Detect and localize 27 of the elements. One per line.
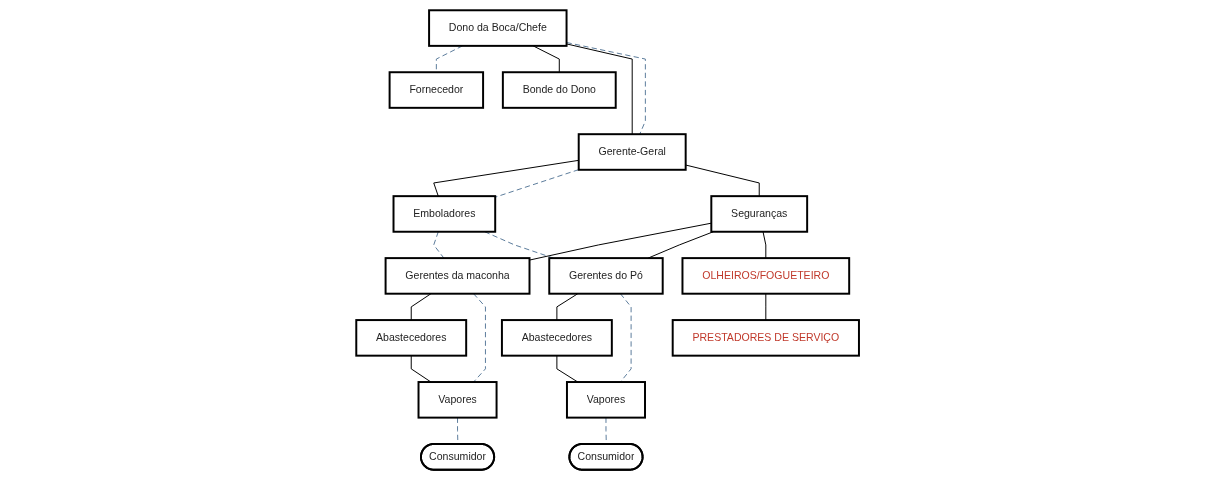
node-box: Gerentes da maconha xyxy=(384,256,531,295)
node-box: PRESTADORES DE SERVIÇO xyxy=(672,318,861,357)
node-box: Bonde do Dono xyxy=(502,70,618,109)
connector xyxy=(566,41,647,135)
connector xyxy=(529,222,713,261)
node-box: Seguranças xyxy=(710,194,809,233)
node-box: Abastecedores xyxy=(501,318,614,357)
connector xyxy=(533,44,561,73)
connector xyxy=(765,292,767,321)
node-box: Gerente-Geral xyxy=(578,132,688,171)
connector xyxy=(436,44,464,73)
connector xyxy=(762,230,767,259)
connector xyxy=(556,292,579,321)
node-box: Vapores xyxy=(566,380,647,419)
node-box: OLHEIROS/FOGUETEIRO xyxy=(681,256,851,295)
connector xyxy=(473,292,487,383)
node-box: Emboladores xyxy=(392,194,497,233)
connector xyxy=(566,42,634,135)
node-box: Vapores xyxy=(417,380,498,419)
connector xyxy=(433,159,580,197)
node-box: Fornecedor xyxy=(389,70,485,109)
node-box: Dono da Boca/Chefe xyxy=(428,8,568,47)
connector xyxy=(411,292,432,321)
node-box: Gerentes do Pó xyxy=(548,256,665,295)
node-box: Abastecedores xyxy=(355,318,468,357)
connector xyxy=(411,354,432,383)
connector xyxy=(433,230,445,259)
